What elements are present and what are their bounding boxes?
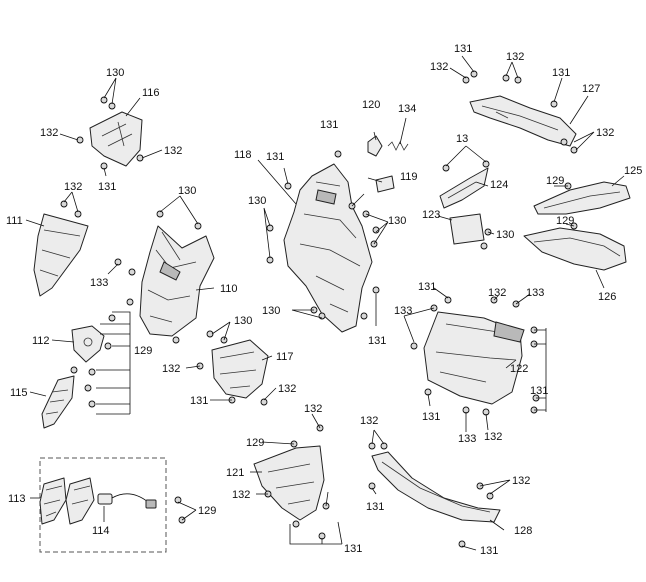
leader-lines xyxy=(25,55,625,551)
part-124-shape xyxy=(439,167,489,209)
label-111: 111 xyxy=(6,215,23,227)
label-132-g: 132 xyxy=(488,287,506,299)
label-114: 114 xyxy=(92,525,110,537)
label-132-a: 132 xyxy=(506,51,524,63)
label-127: 127 xyxy=(582,83,600,95)
callout-labels: 116 111 110 112 115 113 114 118 120 134 … xyxy=(6,43,642,557)
part-123-shape xyxy=(449,213,485,245)
part-115-shape xyxy=(41,375,75,429)
part-128-shape xyxy=(371,451,501,523)
label-131-e: 131 xyxy=(266,151,284,163)
label-131-g: 131 xyxy=(190,395,208,407)
label-123: 123 xyxy=(422,209,440,221)
label-128: 128 xyxy=(514,525,532,537)
label-130-c: 130 xyxy=(248,195,266,207)
part-111-shape xyxy=(33,213,89,297)
label-131-c: 131 xyxy=(98,181,116,193)
label-131-h: 131 xyxy=(418,281,436,293)
label-132-d: 132 xyxy=(40,127,58,139)
label-121: 121 xyxy=(226,467,244,479)
label-129-d: 129 xyxy=(246,437,264,449)
part-112-shape xyxy=(71,325,105,363)
label-131-d: 131 xyxy=(320,119,338,131)
label-131-f: 131 xyxy=(368,335,386,347)
label-132-j: 132 xyxy=(484,431,502,443)
label-116: 116 xyxy=(142,87,160,99)
label-131-a: 131 xyxy=(454,43,472,55)
part-125-shape xyxy=(533,181,631,215)
label-132-c: 132 xyxy=(596,127,614,139)
label-131-b: 131 xyxy=(552,67,570,79)
part-118-shape xyxy=(283,163,373,333)
part-119-shape xyxy=(375,175,395,193)
label-133-b: 133 xyxy=(526,287,544,299)
part-110-shape xyxy=(139,225,215,337)
label-130-b: 130 xyxy=(178,185,196,197)
label-118: 118 xyxy=(234,149,252,161)
label-133-a: 133 xyxy=(90,277,108,289)
label-124: 124 xyxy=(490,179,508,191)
label-110: 110 xyxy=(220,283,238,295)
label-120: 120 xyxy=(362,99,380,111)
label-133-d: 133 xyxy=(458,433,476,445)
part-117-shape xyxy=(211,339,269,399)
label-130-a: 130 xyxy=(106,67,124,79)
part-126-shape xyxy=(523,227,627,271)
part-134-shape xyxy=(387,141,409,151)
part-120-shape xyxy=(367,135,383,157)
label-125: 125 xyxy=(624,165,642,177)
label-132-i: 132 xyxy=(278,383,296,395)
part-113-frame xyxy=(39,457,167,553)
label-132-m: 132 xyxy=(512,475,530,487)
label-119: 119 xyxy=(400,171,418,183)
label-129-c: 129 xyxy=(134,345,152,357)
label-131-m: 131 xyxy=(480,545,498,557)
part-116-shape xyxy=(89,111,143,167)
label-122: 122 xyxy=(510,363,528,375)
label-126: 126 xyxy=(598,291,616,303)
label-131-i: 131 xyxy=(530,385,548,397)
part-121-shape xyxy=(253,445,325,521)
fastener-group xyxy=(60,70,578,548)
label-133-c: 133 xyxy=(394,305,412,317)
label-132-b: 132 xyxy=(430,61,448,73)
label-113: 113 xyxy=(8,493,26,505)
label-132-n: 132 xyxy=(232,489,250,501)
label-131-k: 131 xyxy=(366,501,384,513)
label-129-e: 129 xyxy=(198,505,216,517)
label-130-g: 130 xyxy=(496,229,514,241)
label-132-l: 132 xyxy=(360,415,378,427)
label-112: 112 xyxy=(32,335,50,347)
label-134: 134 xyxy=(398,103,416,115)
label-13-partial: 13 xyxy=(456,133,468,145)
label-131-l: 131 xyxy=(344,543,362,555)
label-130-f: 130 xyxy=(234,315,252,327)
label-132-e: 132 xyxy=(164,145,182,157)
label-129-a: 129 xyxy=(546,175,564,187)
label-117: 117 xyxy=(276,351,294,363)
label-130-d: 130 xyxy=(388,215,406,227)
label-131-j: 131 xyxy=(422,411,440,423)
label-132-h: 132 xyxy=(162,363,180,375)
label-132-k: 132 xyxy=(304,403,322,415)
label-130-e: 130 xyxy=(262,305,280,317)
part-122-shape xyxy=(423,311,525,405)
part-127-shape xyxy=(469,95,577,147)
label-115: 115 xyxy=(10,387,28,399)
part-114-shape xyxy=(97,493,157,509)
label-132-f: 132 xyxy=(64,181,82,193)
label-129-b: 129 xyxy=(556,215,574,227)
